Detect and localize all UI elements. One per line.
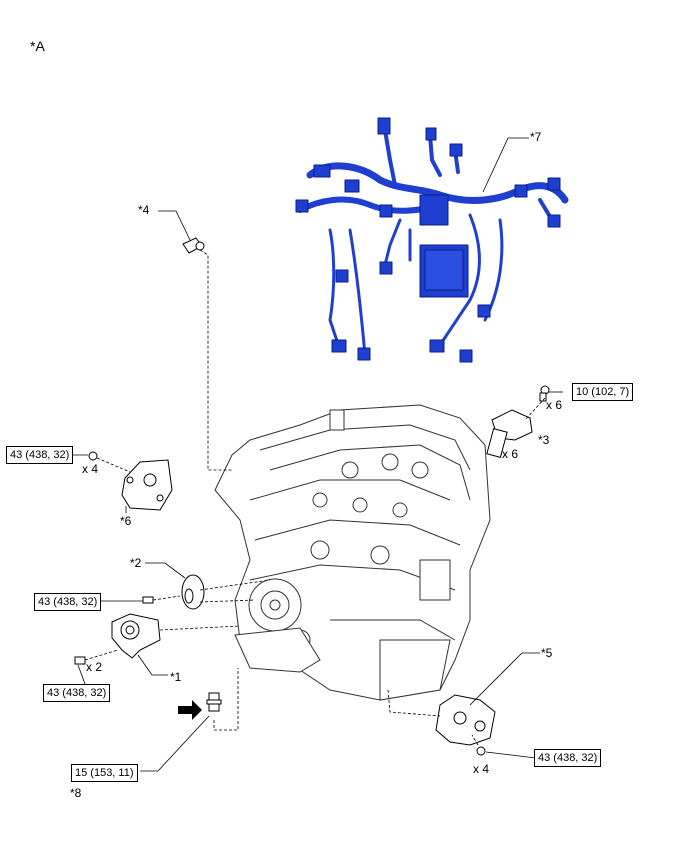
- ignition-coil-part-3: [486, 409, 533, 458]
- torque-box-mount-right: 43 (438, 32): [534, 749, 602, 767]
- torque-box-idler: 43 (438, 32): [34, 593, 102, 611]
- bolt-idler: [142, 596, 154, 604]
- mount-bracket-part-5: [435, 694, 496, 746]
- callout-3: *3: [538, 433, 550, 447]
- callout-6: *6: [120, 514, 132, 528]
- torque-box-ignition-bolt: 10 (102, 7): [572, 383, 634, 401]
- callout-7: *7: [530, 130, 542, 144]
- idler-pulley-part-2: [181, 574, 205, 610]
- tensioner-part-1: [111, 613, 161, 659]
- bolt-ignition-coil: [539, 385, 550, 402]
- assembly-lines: [84, 249, 546, 746]
- callout-2: *2: [130, 556, 142, 570]
- leader-lines: [68, 137, 563, 772]
- qty-bolt-top: x 6: [546, 398, 563, 412]
- bolt-mount-right: [476, 746, 486, 756]
- qty-mount-left: x 4: [82, 462, 99, 476]
- view-label: *A: [30, 38, 45, 54]
- wire-harness: [295, 117, 569, 363]
- view-arrow-icon: [178, 700, 202, 720]
- torque-box-mount-left: 43 (438, 32): [6, 446, 74, 464]
- engine-assembly: [214, 404, 491, 701]
- bolt-tensioner: [74, 656, 86, 665]
- bolt-mount-left: [88, 451, 98, 461]
- torque-box-tensioner: 43 (438, 32): [43, 684, 111, 702]
- torque-box-oil-switch: 15 (153, 11): [71, 764, 138, 782]
- qty-mount-right: x 4: [473, 762, 490, 776]
- callout-8: *8: [70, 786, 82, 800]
- callout-1: *1: [170, 670, 182, 684]
- mount-bracket-part-6: [121, 459, 173, 511]
- oil-pressure-switch-part-8: [206, 692, 222, 712]
- callout-4: *4: [138, 203, 150, 217]
- callout-5: *5: [541, 646, 553, 660]
- qty-tensioner: x 2: [86, 660, 103, 674]
- qty-coil: x 6: [502, 447, 519, 461]
